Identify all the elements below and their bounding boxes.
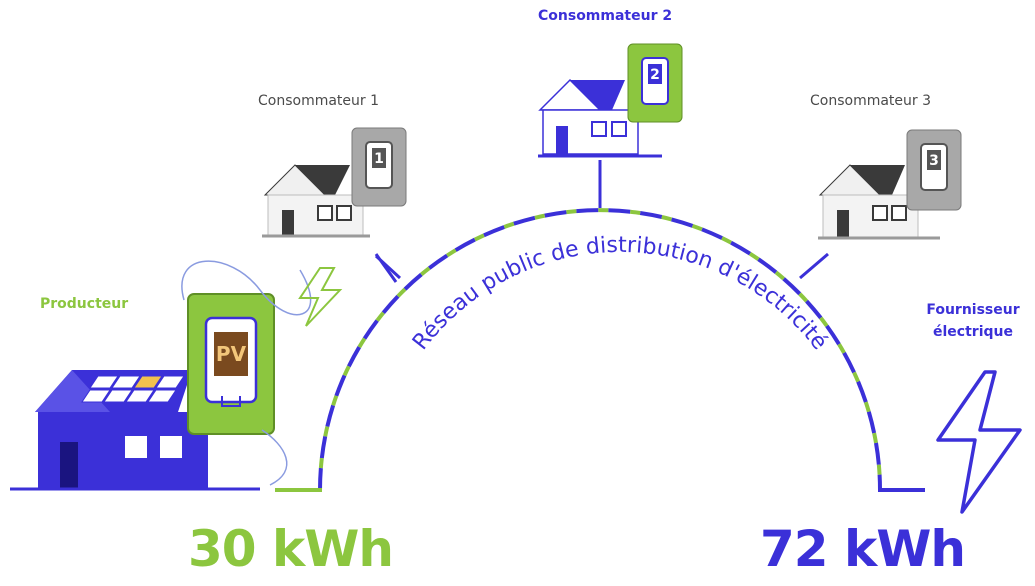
svg-text:3: 3	[929, 153, 939, 169]
consumer3-connector	[799, 252, 829, 280]
supplier-lightning-icon	[936, 370, 1022, 514]
producer-house-icon	[10, 370, 260, 491]
consumer3-house-icon	[818, 164, 940, 240]
supplied-energy-value: 72 kWh	[760, 520, 966, 578]
consumer2-house-icon	[538, 78, 662, 158]
svg-text:PV: PV	[216, 342, 247, 366]
consumer3-meter-icon: 3	[906, 129, 962, 211]
distribution-network-arc	[275, 208, 925, 492]
producer-label: Producteur	[40, 296, 129, 312]
consumer1-label: Consommateur 1	[258, 93, 380, 109]
producer-meter-icon: PV	[187, 293, 275, 435]
consumer2-label: Consommateur 2	[538, 8, 673, 24]
svg-text:1: 1	[374, 151, 384, 167]
consumer1-house-icon	[262, 164, 370, 238]
supplier-label-line1: Fournisseur	[926, 302, 1020, 318]
supplier-label: Fournisseur électrique	[918, 302, 1028, 340]
consumer1-meter-icon: 1	[351, 127, 407, 207]
supplier-label-line2: électrique	[933, 324, 1013, 340]
cable-line	[181, 260, 312, 316]
solar-panel-icon	[81, 375, 185, 403]
producer-lightning-icon	[298, 267, 343, 327]
produced-energy-value: 30 kWh	[188, 520, 394, 578]
consumer3-label: Consommateur 3	[810, 93, 932, 109]
consumer2-meter-icon: 2	[627, 43, 683, 123]
network-label: Réseau public de distribution d'électric…	[408, 233, 832, 355]
svg-text:2: 2	[650, 67, 660, 83]
